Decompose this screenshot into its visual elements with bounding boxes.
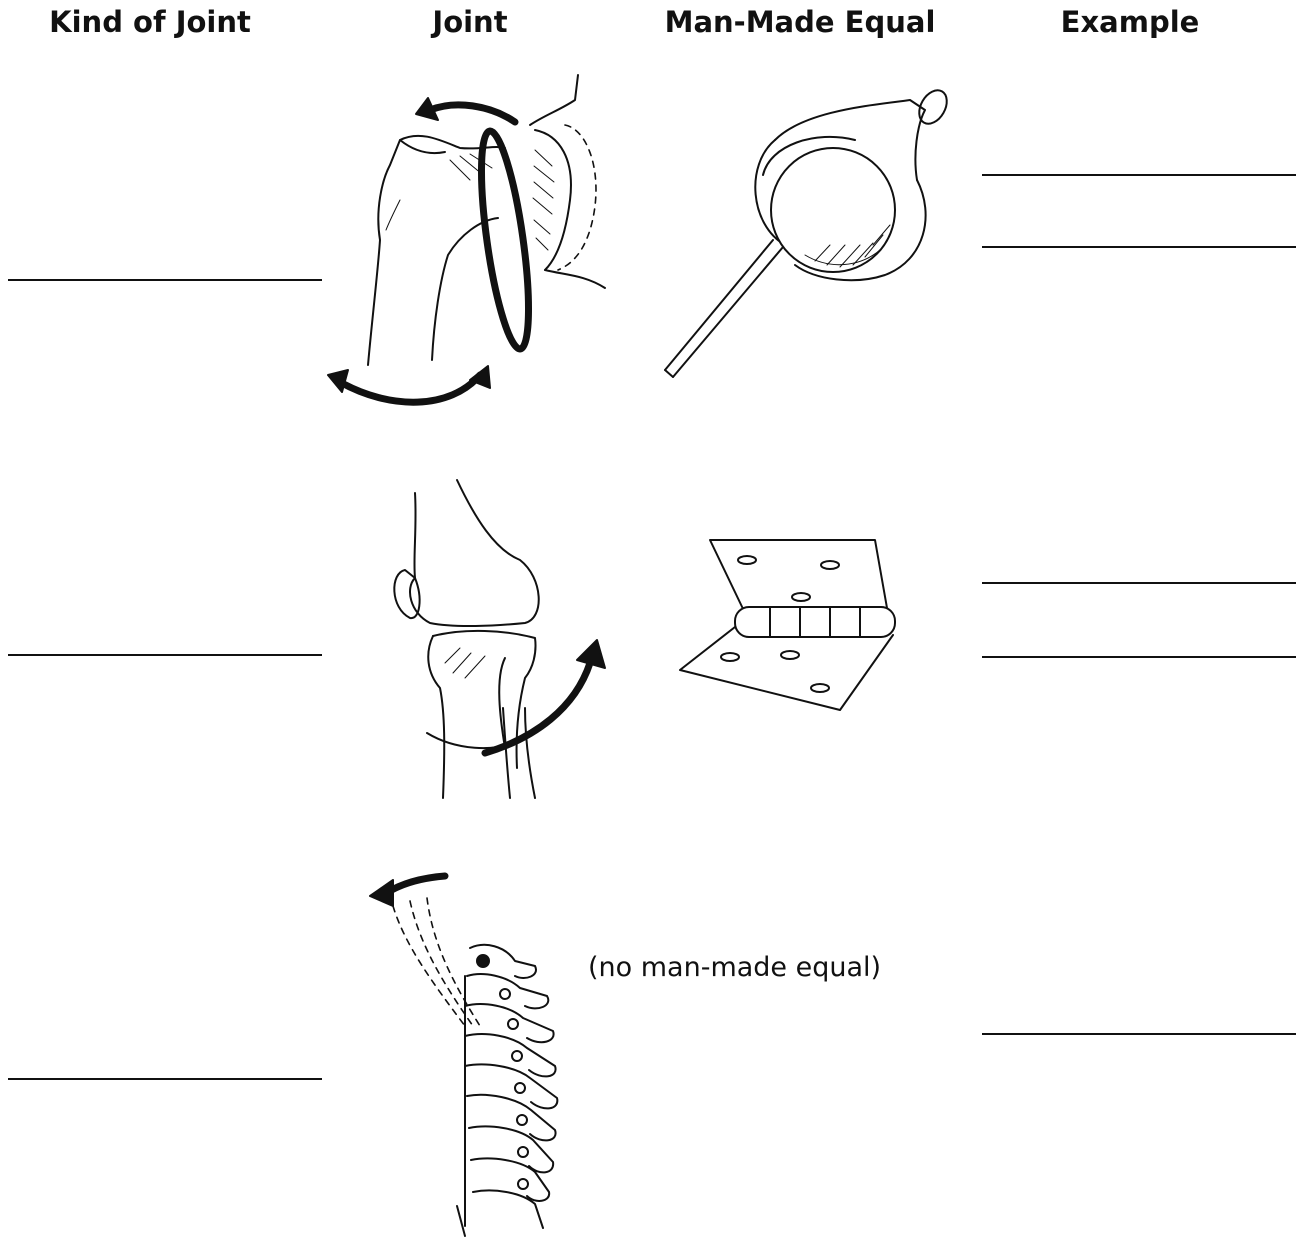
door-hinge-illustration <box>675 535 915 715</box>
spine-illustration <box>365 866 585 1236</box>
header-man-made-equal: Man-Made Equal <box>650 0 950 44</box>
example-blank-row-2b[interactable] <box>982 656 1296 658</box>
header-joint: Joint <box>380 0 560 44</box>
knee-joint-illustration <box>385 478 615 808</box>
kind-of-joint-blank-row-2[interactable] <box>8 654 322 656</box>
kind-of-joint-blank-row-1[interactable] <box>8 279 322 281</box>
shoulder-joint-illustration <box>320 70 620 415</box>
ball-and-socket-device-illustration <box>655 85 965 385</box>
example-blank-row-2a[interactable] <box>982 582 1296 584</box>
header-example: Example <box>1020 0 1240 44</box>
example-blank-row-1b[interactable] <box>982 246 1296 248</box>
example-blank-row-1a[interactable] <box>982 174 1296 176</box>
header-kind-of-joint: Kind of Joint <box>20 0 280 44</box>
kind-of-joint-blank-row-3[interactable] <box>8 1078 322 1080</box>
example-blank-row-3[interactable] <box>982 1033 1296 1035</box>
no-man-made-equal-text: (no man-made equal) <box>588 952 881 983</box>
